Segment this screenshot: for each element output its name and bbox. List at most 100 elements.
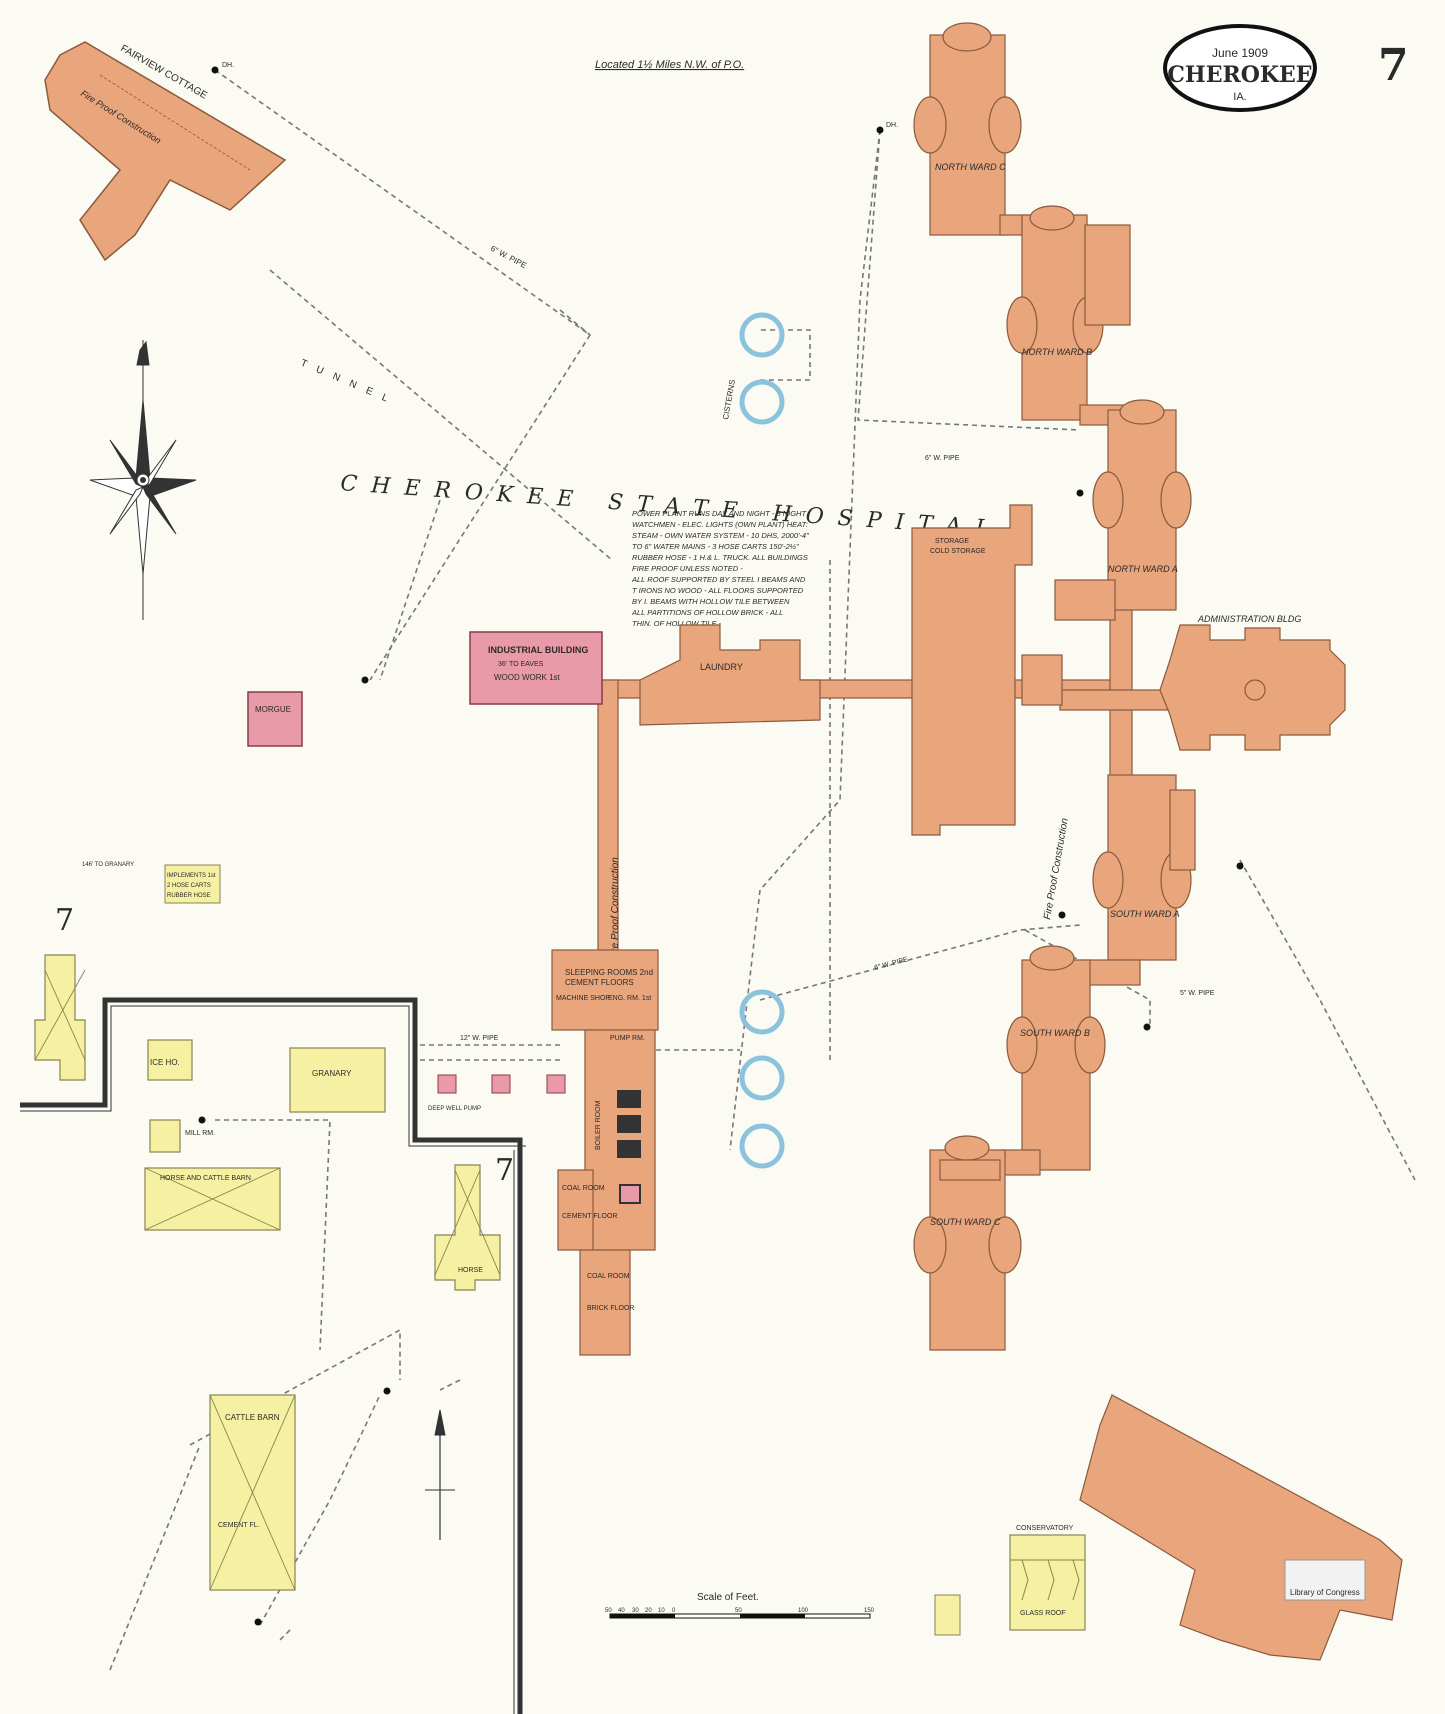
cisterns <box>739 312 785 1169</box>
svg-text:ALL PARTITIONS OF HOLLOW BRICK: ALL PARTITIONS OF HOLLOW BRICK - ALL <box>631 608 783 617</box>
coal-room-label-2: COAL ROOM <box>587 1273 630 1280</box>
svg-text:150: 150 <box>864 1608 875 1614</box>
deep-well-label: DEEP WELL PUMP <box>428 1106 481 1112</box>
south-ward-a-label: SOUTH WARD A <box>1110 909 1180 919</box>
horse-cattle-label: HORSE AND CATTLE BARN <box>160 1175 251 1182</box>
north-ward-a-label: NORTH WARD A <box>1108 564 1178 574</box>
pipe-label-12: 12" W. PIPE <box>460 1035 499 1042</box>
mill-label: MILL RM. <box>185 1130 215 1137</box>
water-pipe-lines <box>109 69 1416 1671</box>
cement-floor-label: CEMENT FLOOR <box>562 1213 618 1220</box>
south-ward-a[interactable] <box>1079 774 1196 986</box>
south-ward-b[interactable] <box>999 945 1106 1176</box>
town-badge: June 1909 CHEROKEE IA. <box>1163 24 1317 112</box>
cattle-barn-label: CATTLE BARN <box>225 1413 280 1422</box>
power-plant[interactable] <box>551 949 659 1356</box>
ice-ho-label: ICE HO. <box>150 1058 180 1067</box>
cement-fl-label: CEMENT FL. <box>218 1522 260 1529</box>
svg-text:TO 6" WATER MAINS - 3 HOSE CAR: TO 6" WATER MAINS - 3 HOSE CARTS 150'-2½… <box>632 542 799 551</box>
administration-building[interactable] <box>1159 624 1346 751</box>
sheet-number: 7 <box>1378 40 1409 91</box>
block-number-center: 7 <box>495 1153 514 1188</box>
north-ward-b-label: NORTH WARD B <box>1022 347 1092 357</box>
deep-well-pumps <box>437 1074 566 1094</box>
chimney <box>619 1184 641 1204</box>
property-boundary <box>20 997 526 1714</box>
svg-text:CHEROKEE: CHEROKEE <box>1167 62 1312 88</box>
svg-text:10: 10 <box>658 1608 665 1614</box>
svg-text:STEAM - OWN WATER SYSTEM - 10: STEAM - OWN WATER SYSTEM - 10 DHS, 2000'… <box>632 531 809 540</box>
morgue-label: MORGUE <box>255 705 291 714</box>
garden-tools-shed[interactable] <box>934 1594 961 1636</box>
pipe-label-6-top: 6" W. PIPE <box>489 244 528 270</box>
fairview-cottage[interactable] <box>44 41 287 262</box>
southeast-ward[interactable] <box>1079 1394 1403 1661</box>
hospital-notes: POWER PLANT RUNS DAY AND NIGHT - 3 NIGHT… <box>631 509 809 628</box>
industrial-sub1: 36' TO EAVES <box>498 661 544 668</box>
industrial-label: INDUSTRIAL BUILDING <box>488 645 588 655</box>
scale-bar: Scale of Feet. 50 40 30 20 10 0 50 100 1… <box>605 1592 875 1619</box>
tunnel-label: T U N N E L <box>299 358 393 406</box>
coal-room-label-1: COAL ROOM <box>562 1185 605 1192</box>
north-ward-c[interactable] <box>913 22 1061 236</box>
boiler-label: BOILER ROOM <box>595 1100 602 1150</box>
pipe-label-6-mid: 6" W. PIPE <box>874 956 909 972</box>
svg-text:IA.: IA. <box>1233 91 1246 103</box>
morgue-building[interactable] <box>247 691 303 747</box>
svg-text:20: 20 <box>645 1608 652 1614</box>
fireproof-label-right: Fire Proof Construction <box>1042 817 1071 921</box>
cold-storage-label: COLD STORAGE <box>930 548 986 555</box>
conservatory[interactable] <box>1009 1534 1086 1631</box>
boilers <box>617 1090 641 1158</box>
svg-text:THIN. OF HOLLOW TILE -: THIN. OF HOLLOW TILE - <box>632 619 722 628</box>
compass-rose-icon <box>89 340 197 620</box>
cement-floors-label: CEMENT FLOORS <box>565 978 634 987</box>
laundry-building[interactable] <box>639 624 821 726</box>
svg-text:Library of Congress: Library of Congress <box>1290 1588 1360 1597</box>
north-arrow-icon <box>425 1409 455 1540</box>
storage-block[interactable] <box>911 504 1063 836</box>
laundry-label: LAUNDRY <box>700 662 743 672</box>
glass-roof-label: GLASS ROOF <box>1020 1610 1066 1617</box>
granary-distance: 146' TO GRANARY <box>82 862 134 868</box>
block-number-left: 7 <box>55 903 74 938</box>
storage-label: STORAGE <box>935 538 969 545</box>
brick-floor-label: BRICK FLOOR <box>587 1305 634 1312</box>
svg-text:FIRE PROOF UNLESS NOTED -: FIRE PROOF UNLESS NOTED - <box>632 564 743 573</box>
dh-label-2: DH. <box>886 122 898 129</box>
north-ward-b[interactable] <box>1006 205 1141 426</box>
svg-text:POWER PLANT RUNS DAY AND NIGHT: POWER PLANT RUNS DAY AND NIGHT - 3 NIGHT <box>632 509 807 518</box>
south-ward-b-label: SOUTH WARD B <box>1020 1028 1090 1038</box>
conservatory-label: CONSERVATORY <box>1016 1525 1074 1532</box>
implements-label: IMPLEMENTS 1st <box>167 873 216 879</box>
svg-text:30: 30 <box>632 1608 639 1614</box>
library-stamp: Library of Congress <box>1284 1559 1366 1601</box>
hydrant-markers <box>198 66 1244 1626</box>
horse-label: HORSE <box>458 1267 483 1274</box>
north-ward-a[interactable] <box>1054 399 1192 621</box>
implements-label-2: 2 HOSE CARTS <box>167 883 211 889</box>
industrial-sub2: WOOD WORK 1st <box>494 673 561 682</box>
implements-label-3: RUBBER HOSE <box>167 893 211 899</box>
south-ward-c[interactable] <box>913 1135 1022 1351</box>
svg-text:June 1909: June 1909 <box>1212 46 1268 60</box>
south-ward-c-label: SOUTH WARD C <box>930 1217 1001 1227</box>
cisterns-label: CISTERNS <box>721 379 737 420</box>
industrial-building[interactable] <box>469 631 603 705</box>
sleeping-label: SLEEPING ROOMS 2nd <box>565 968 653 977</box>
administration-label: ADMINISTRATION BLDG <box>1197 614 1301 624</box>
pump-label: PUMP RM. <box>610 1035 645 1042</box>
implements-shed[interactable] <box>164 864 221 904</box>
pipe-label-6-right: 6" W. PIPE <box>925 455 960 462</box>
pipe-label-5: 5" W. PIPE <box>1180 990 1215 997</box>
svg-text:RUBBER HOSE - 1 H.& L. TRUCK.: RUBBER HOSE - 1 H.& L. TRUCK. ALL BUILDI… <box>632 553 808 562</box>
svg-text:T IRONS NO WOOD - ALL FLOORS S: T IRONS NO WOOD - ALL FLOORS SUPPORTED <box>632 586 804 595</box>
farm-building-crosses <box>34 969 501 1591</box>
located-note: Located 1½ Miles N.W. of P.O. <box>595 59 744 71</box>
dh-label-1: DH. <box>222 62 234 69</box>
svg-text:50: 50 <box>605 1608 612 1614</box>
fireproof-label-left: Fire Proof Construction <box>610 857 621 960</box>
north-ward-c-label: NORTH WARD C <box>935 162 1006 172</box>
machine-label: MACHINE SHOP <box>556 995 610 1002</box>
